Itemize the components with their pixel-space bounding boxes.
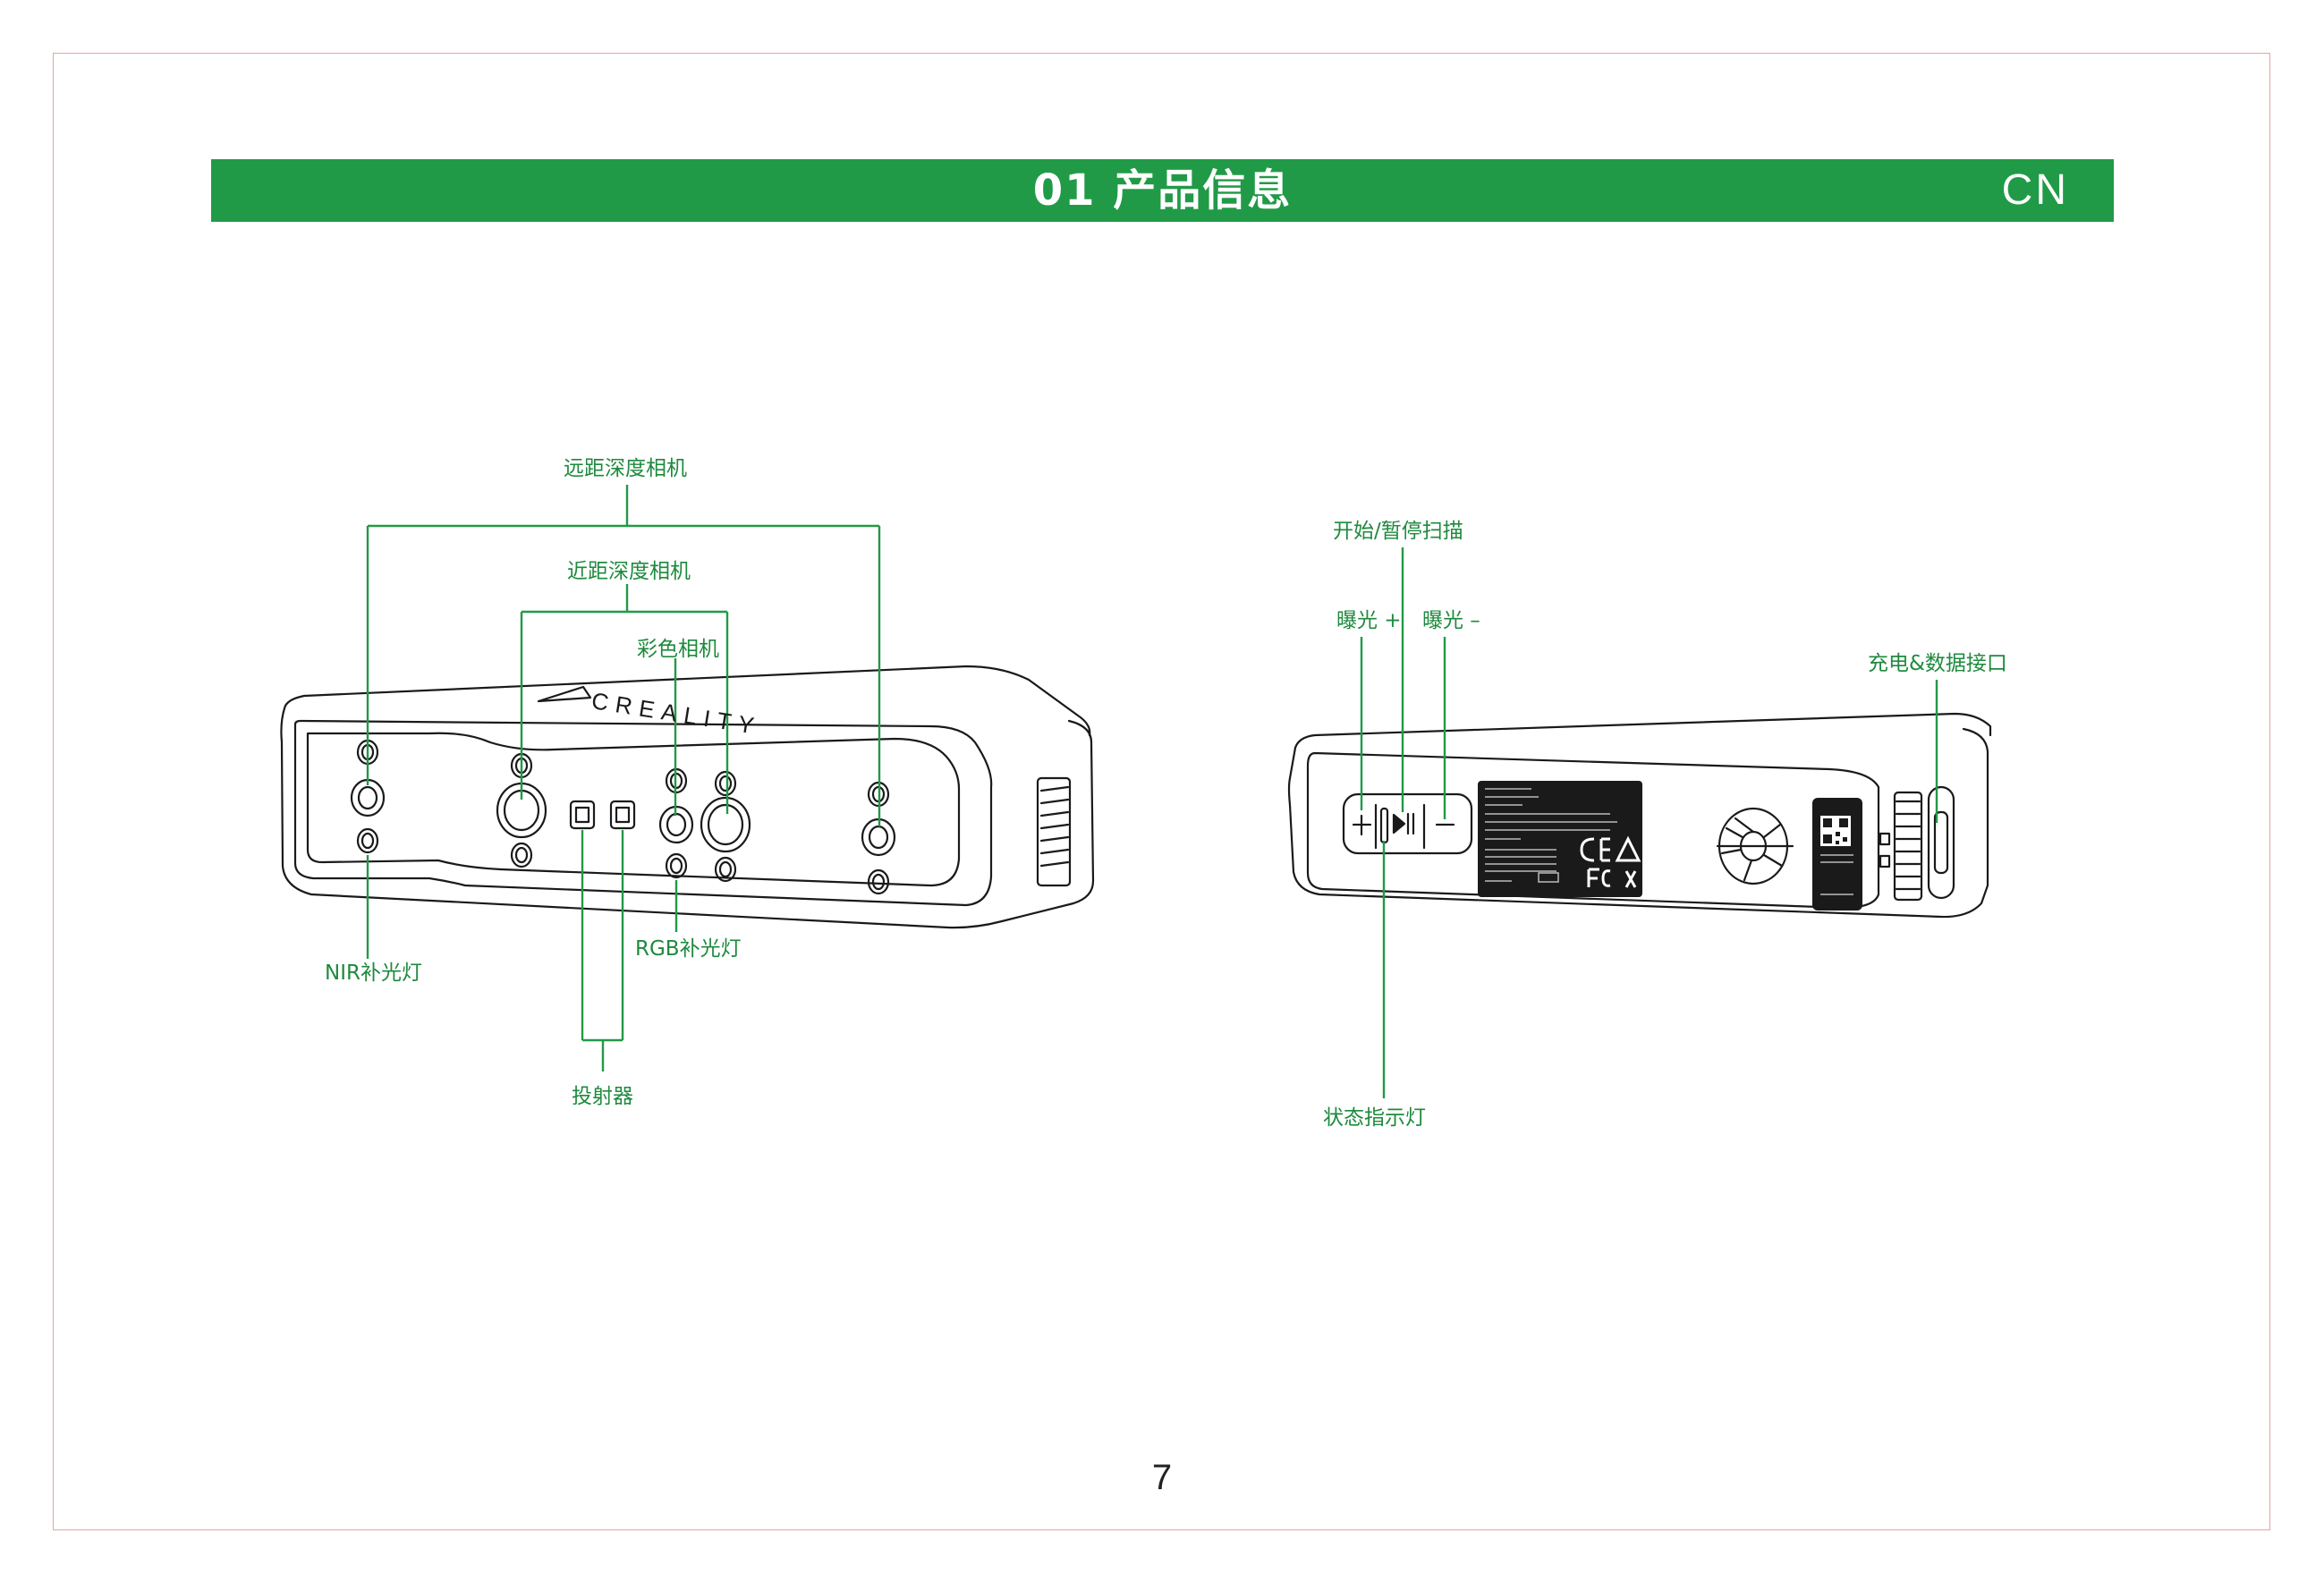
- label-exposure-minus: 曝光 –: [1422, 609, 1480, 632]
- page-number: 7: [1151, 1458, 1173, 1497]
- label-charge-data-port: 充电&数据接口: [1868, 652, 2007, 675]
- spec-label: [1478, 781, 1862, 911]
- page-frame: [53, 53, 2270, 1530]
- label-start-pause-scan: 开始/暂停扫描: [1333, 520, 1463, 543]
- section-banner: 01 产品信息 CN: [211, 159, 2114, 222]
- section-title: 01 产品信息: [1032, 165, 1293, 216]
- language-code: CN: [2001, 166, 2069, 214]
- label-far-depth-camera: 远距深度相机: [564, 457, 687, 480]
- label-color-camera: 彩色相机: [637, 638, 719, 661]
- label-projector: 投射器: [572, 1085, 633, 1108]
- front-device-drawing: [280, 665, 1095, 929]
- label-exposure-plus: 曝光 +: [1336, 609, 1402, 632]
- label-rgb-fill-light: RGB补光灯: [635, 937, 742, 961]
- label-nir-fill-light: NIR补光灯: [325, 961, 422, 985]
- label-near-depth-camera: 近距深度相机: [567, 560, 691, 583]
- label-status-light: 状态指示灯: [1323, 1106, 1426, 1130]
